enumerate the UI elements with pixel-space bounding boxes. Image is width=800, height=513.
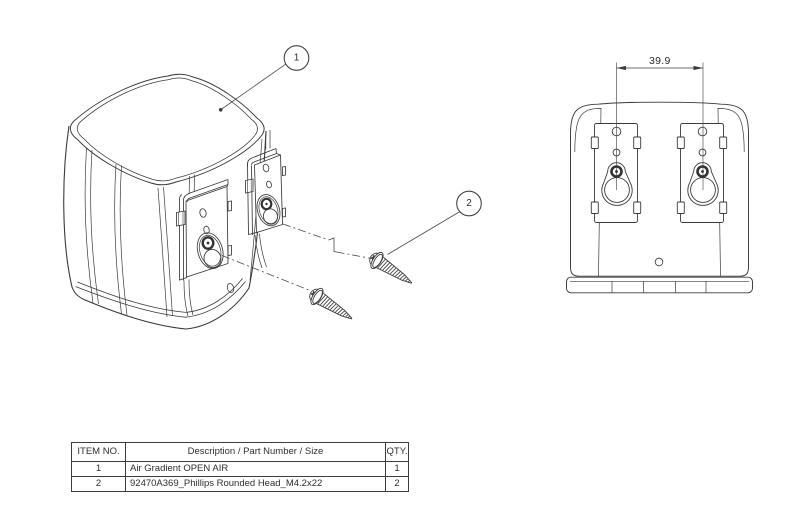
explode-line-lower <box>221 255 311 291</box>
balloon-2-label: 2 <box>466 198 472 209</box>
dimension-arrow-right <box>693 65 703 71</box>
bom-row-2: 2 92470A369_Phillips Rounded Head_M4.2x2… <box>71 476 409 492</box>
bom-row-1-description: Air Gradient OPEN AIR <box>125 461 386 477</box>
keyhole-slot-rear <box>256 194 281 227</box>
keyhole-bracket-rear <box>245 148 286 236</box>
bom-row-1-qty: 1 <box>385 461 409 477</box>
explode-line-jog <box>328 237 337 253</box>
bom-header-item-no: ITEM NO. <box>71 442 126 462</box>
rear-bracket-right <box>675 122 729 224</box>
bom-row-1: 1 Air Gradient OPEN AIR 1 <box>71 461 409 477</box>
rear-bracket-left <box>589 122 643 224</box>
screw-upper <box>365 248 418 292</box>
dimension-39-9: 39.9 <box>616 55 704 190</box>
cable-hole <box>226 283 235 293</box>
balloon-1-leader-dot <box>218 108 223 112</box>
bom-row-1-item-no: 1 <box>71 461 126 477</box>
explode-path-lines <box>221 223 372 291</box>
dimension-value: 39.9 <box>649 55 671 67</box>
balloon-1-circle <box>283 45 310 71</box>
keyhole-slot-front <box>196 232 224 270</box>
screw-lower <box>305 284 358 328</box>
rear-view: 39.9 <box>566 55 753 294</box>
balloon-2-circle <box>456 190 482 217</box>
bom-table: ITEM NO. Description / Part Number / Siz… <box>71 442 409 492</box>
bom-row-2-qty: 2 <box>385 476 409 492</box>
rear-base <box>566 276 753 294</box>
bom-header-row: ITEM NO. Description / Part Number / Siz… <box>71 442 409 462</box>
balloon-callout-2: 2 <box>387 190 482 255</box>
isometric-view <box>63 73 286 330</box>
keyhole-bracket-front <box>176 179 232 281</box>
balloon-callout-1: 1 <box>218 45 310 112</box>
rear-bottom-hole <box>654 257 664 267</box>
device-body <box>63 73 267 330</box>
explode-line-upper-2 <box>336 251 372 259</box>
bom-row-2-item-no: 2 <box>71 476 126 492</box>
bom-row-2-description: 92470A369_Phillips Rounded Head_M4.2x22 <box>125 476 386 492</box>
bom-header-description: Description / Part Number / Size <box>125 442 386 462</box>
balloon-1-label: 1 <box>294 53 300 64</box>
bom-header-qty: QTY. <box>385 442 409 462</box>
explode-line-upper <box>282 223 329 241</box>
balloon-2-leader <box>387 211 461 255</box>
bracket-channels <box>183 130 271 317</box>
balloon-1-leader <box>220 63 287 110</box>
dimension-arrow-left <box>616 65 626 71</box>
